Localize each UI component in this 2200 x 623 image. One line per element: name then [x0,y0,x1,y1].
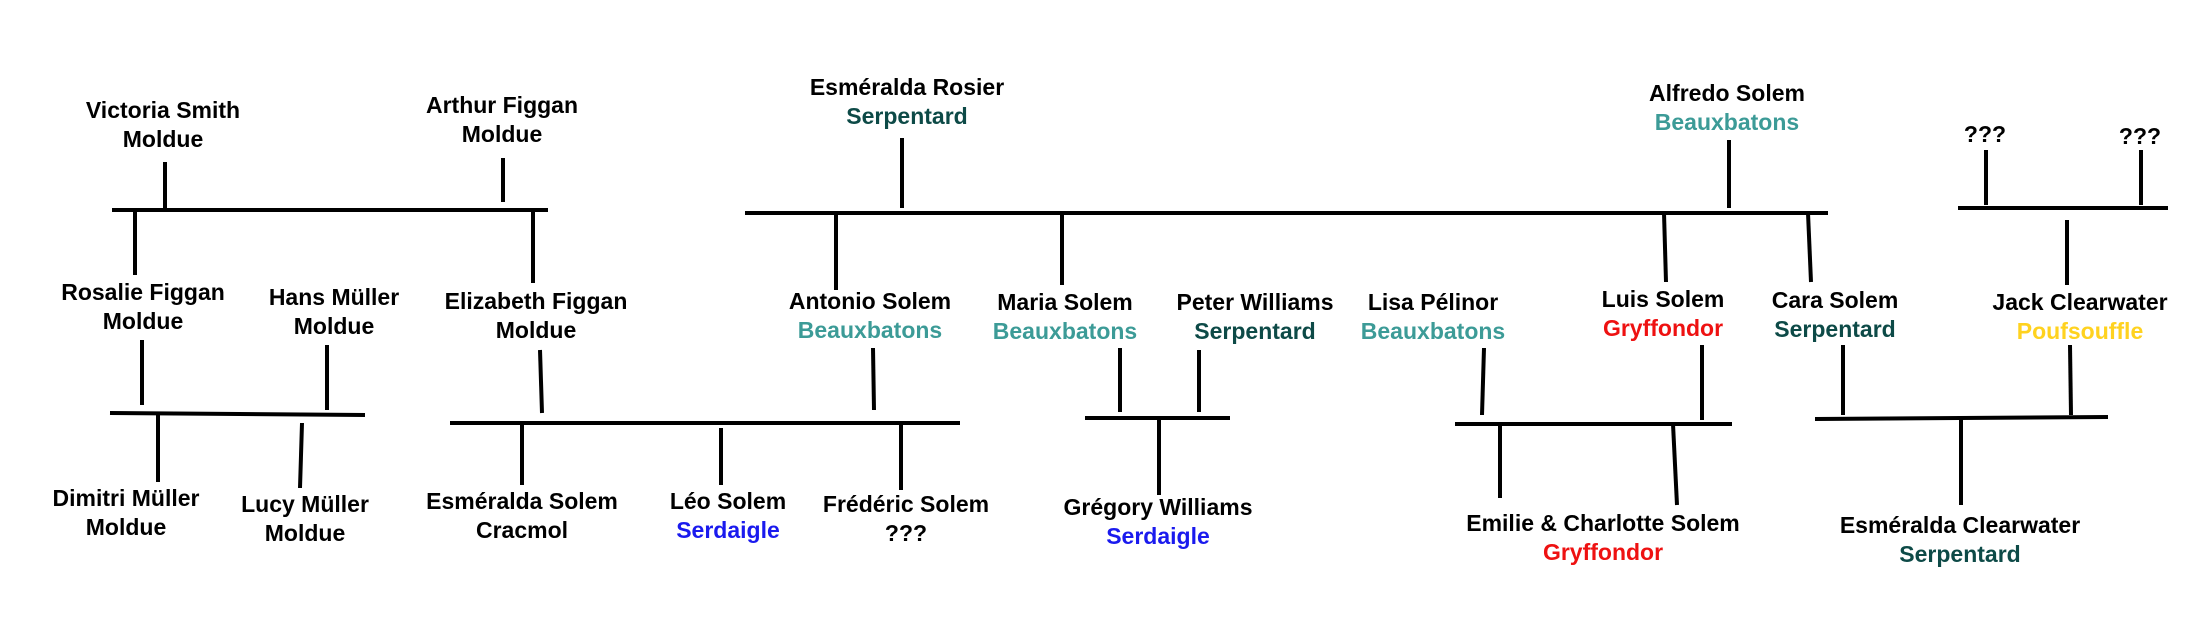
child-luis [1662,212,1668,283]
person-name: Emilie & Charlotte Solem [1466,510,1740,536]
person-victoria-smith: Victoria Smith Moldue [86,96,240,154]
person-name: Cara Solem [1771,287,1899,313]
person-house: Moldue [461,121,543,147]
person-unknown-1: ??? [1964,120,2006,149]
person-house: ??? [884,520,928,546]
person-house: Moldue [102,308,184,334]
person-name: Rosalie Figgan [61,279,225,305]
person-name: Lisa Pélinor [1367,289,1499,315]
person-lisa-pelinor: Lisa Pélinor Beauxbatons [1361,288,1505,346]
person-name: Hans Müller [268,284,400,310]
person-hans-muller: Hans Müller Moldue [269,283,399,341]
person-house: Serpentard [846,103,968,129]
person-alfredo-solem: Alfredo Solem Beauxbatons [1649,79,1805,137]
person-name: Grégory Williams [1063,494,1253,520]
person-house: Serpentard [1194,318,1316,344]
person-luis-solem: Luis Solem Gryffondor [1602,285,1725,343]
drop-lisa [1480,347,1486,416]
person-house: Moldue [293,313,375,339]
person-house: Gryffondor [1602,315,1724,341]
person-esmeralda-clearwater: Esméralda Clearwater Serpentard [1840,511,2080,569]
person-antonio-solem: Antonio Solem Beauxbatons [789,287,951,345]
person-house: Serpentard [1774,316,1896,342]
person-name: Maria Solem [997,289,1133,315]
person-house: Serpentard [1899,541,2021,567]
child-cara [1806,212,1813,283]
person-arthur-figgan: Arthur Figgan Moldue [426,91,578,149]
person-house: Beauxbatons [797,317,943,343]
person-unknown-2: ??? [2119,122,2161,151]
person-name: Lucy Müller [241,491,369,517]
person-gregory-williams: Grégory Williams Serdaigle [1064,493,1253,551]
person-house: Moldue [85,514,167,540]
person-name: Esméralda Rosier [809,74,1005,100]
person-house: Beauxbatons [1360,318,1506,344]
person-jack-clearwater: Jack Clearwater Poufsouffle [1992,288,2167,346]
person-house: Moldue [264,520,346,546]
person-name: Esméralda Clearwater [1839,512,2081,538]
person-peter-williams: Peter Williams Serpentard [1176,288,1333,346]
person-name: Frédéric Solem [822,491,990,517]
person-house: Beauxbatons [992,318,1138,344]
child-emilie-charlotte-2 [1671,423,1679,506]
person-leo-solem: Léo Solem Serdaigle [670,487,786,545]
drop-antonio [871,347,876,411]
person-house: Poufsouffle [2016,318,2144,344]
person-name: Arthur Figgan [425,92,579,118]
couple-line-cara-jack [1814,415,2109,421]
person-house: Serdaigle [1106,523,1210,549]
person-name: Antonio Solem [788,288,952,314]
person-house: Serdaigle [676,517,780,543]
person-emilie-charlotte-solem: Emilie & Charlotte Solem Gryffondor [1466,509,1740,567]
person-name: ??? [2118,123,2162,149]
person-dimitri-muller: Dimitri Müller Moldue [53,484,200,542]
person-name: Dimitri Müller [52,485,200,511]
person-elizabeth-figgan: Elizabeth Figgan Moldue [445,287,628,345]
person-frederic-solem: Frédéric Solem ??? [823,490,989,548]
person-name: Esméralda Solem [426,488,618,514]
child-lucy [298,422,304,489]
couple-line-rosalie-hans [109,411,366,417]
person-house: Cracmol [475,517,569,543]
person-cara-solem: Cara Solem Serpentard [1772,286,1899,344]
person-name: Léo Solem [669,488,787,514]
person-name: Luis Solem [1601,286,1725,312]
person-name: Elizabeth Figgan [444,288,628,314]
person-rosalie-figgan: Rosalie Figgan Moldue [61,278,225,336]
person-name: Peter Williams [1176,289,1334,315]
person-house: Beauxbatons [1654,109,1800,135]
person-house: Moldue [122,126,204,152]
person-maria-solem: Maria Solem Beauxbatons [993,288,1137,346]
person-name: ??? [1963,121,2007,147]
drop-elizabeth [538,349,544,414]
person-house: Moldue [495,317,577,343]
person-name: Jack Clearwater [1992,289,2168,315]
person-esmeralda-rosier: Esméralda Rosier Serpentard [810,73,1004,131]
drop-jack [2068,344,2073,416]
person-lucy-muller: Lucy Müller Moldue [241,490,369,548]
person-name: Victoria Smith [85,97,241,123]
person-house: Gryffondor [1542,539,1664,565]
person-esmeralda-solem: Esméralda Solem Cracmol [426,487,618,545]
person-name: Alfredo Solem [1649,80,1805,106]
